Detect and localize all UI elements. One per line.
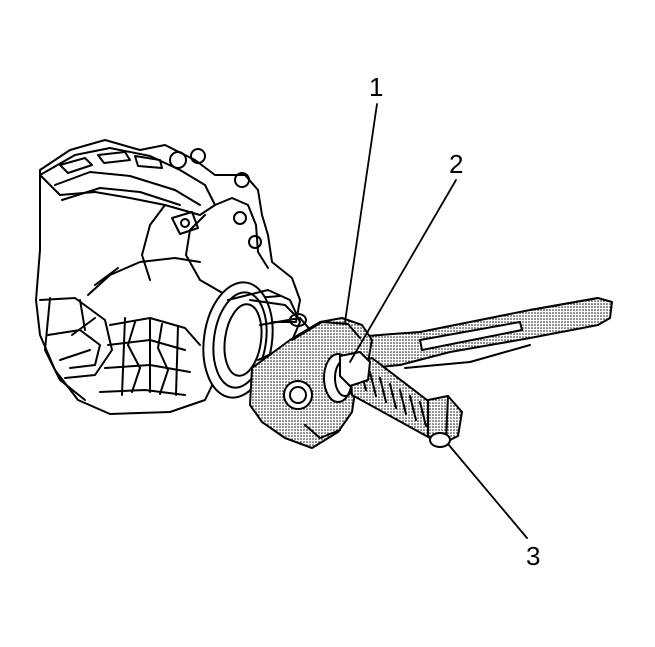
holder-handle <box>339 297 613 369</box>
leader-line-2 <box>349 179 457 363</box>
differential-housing <box>35 139 301 415</box>
leader-line-1 <box>344 103 378 323</box>
remover-screw <box>339 351 463 448</box>
callout-1: 1 <box>369 72 384 102</box>
callout-3: 3 <box>526 541 541 571</box>
callout-2: 2 <box>449 149 464 179</box>
leader-line-3 <box>447 443 528 539</box>
